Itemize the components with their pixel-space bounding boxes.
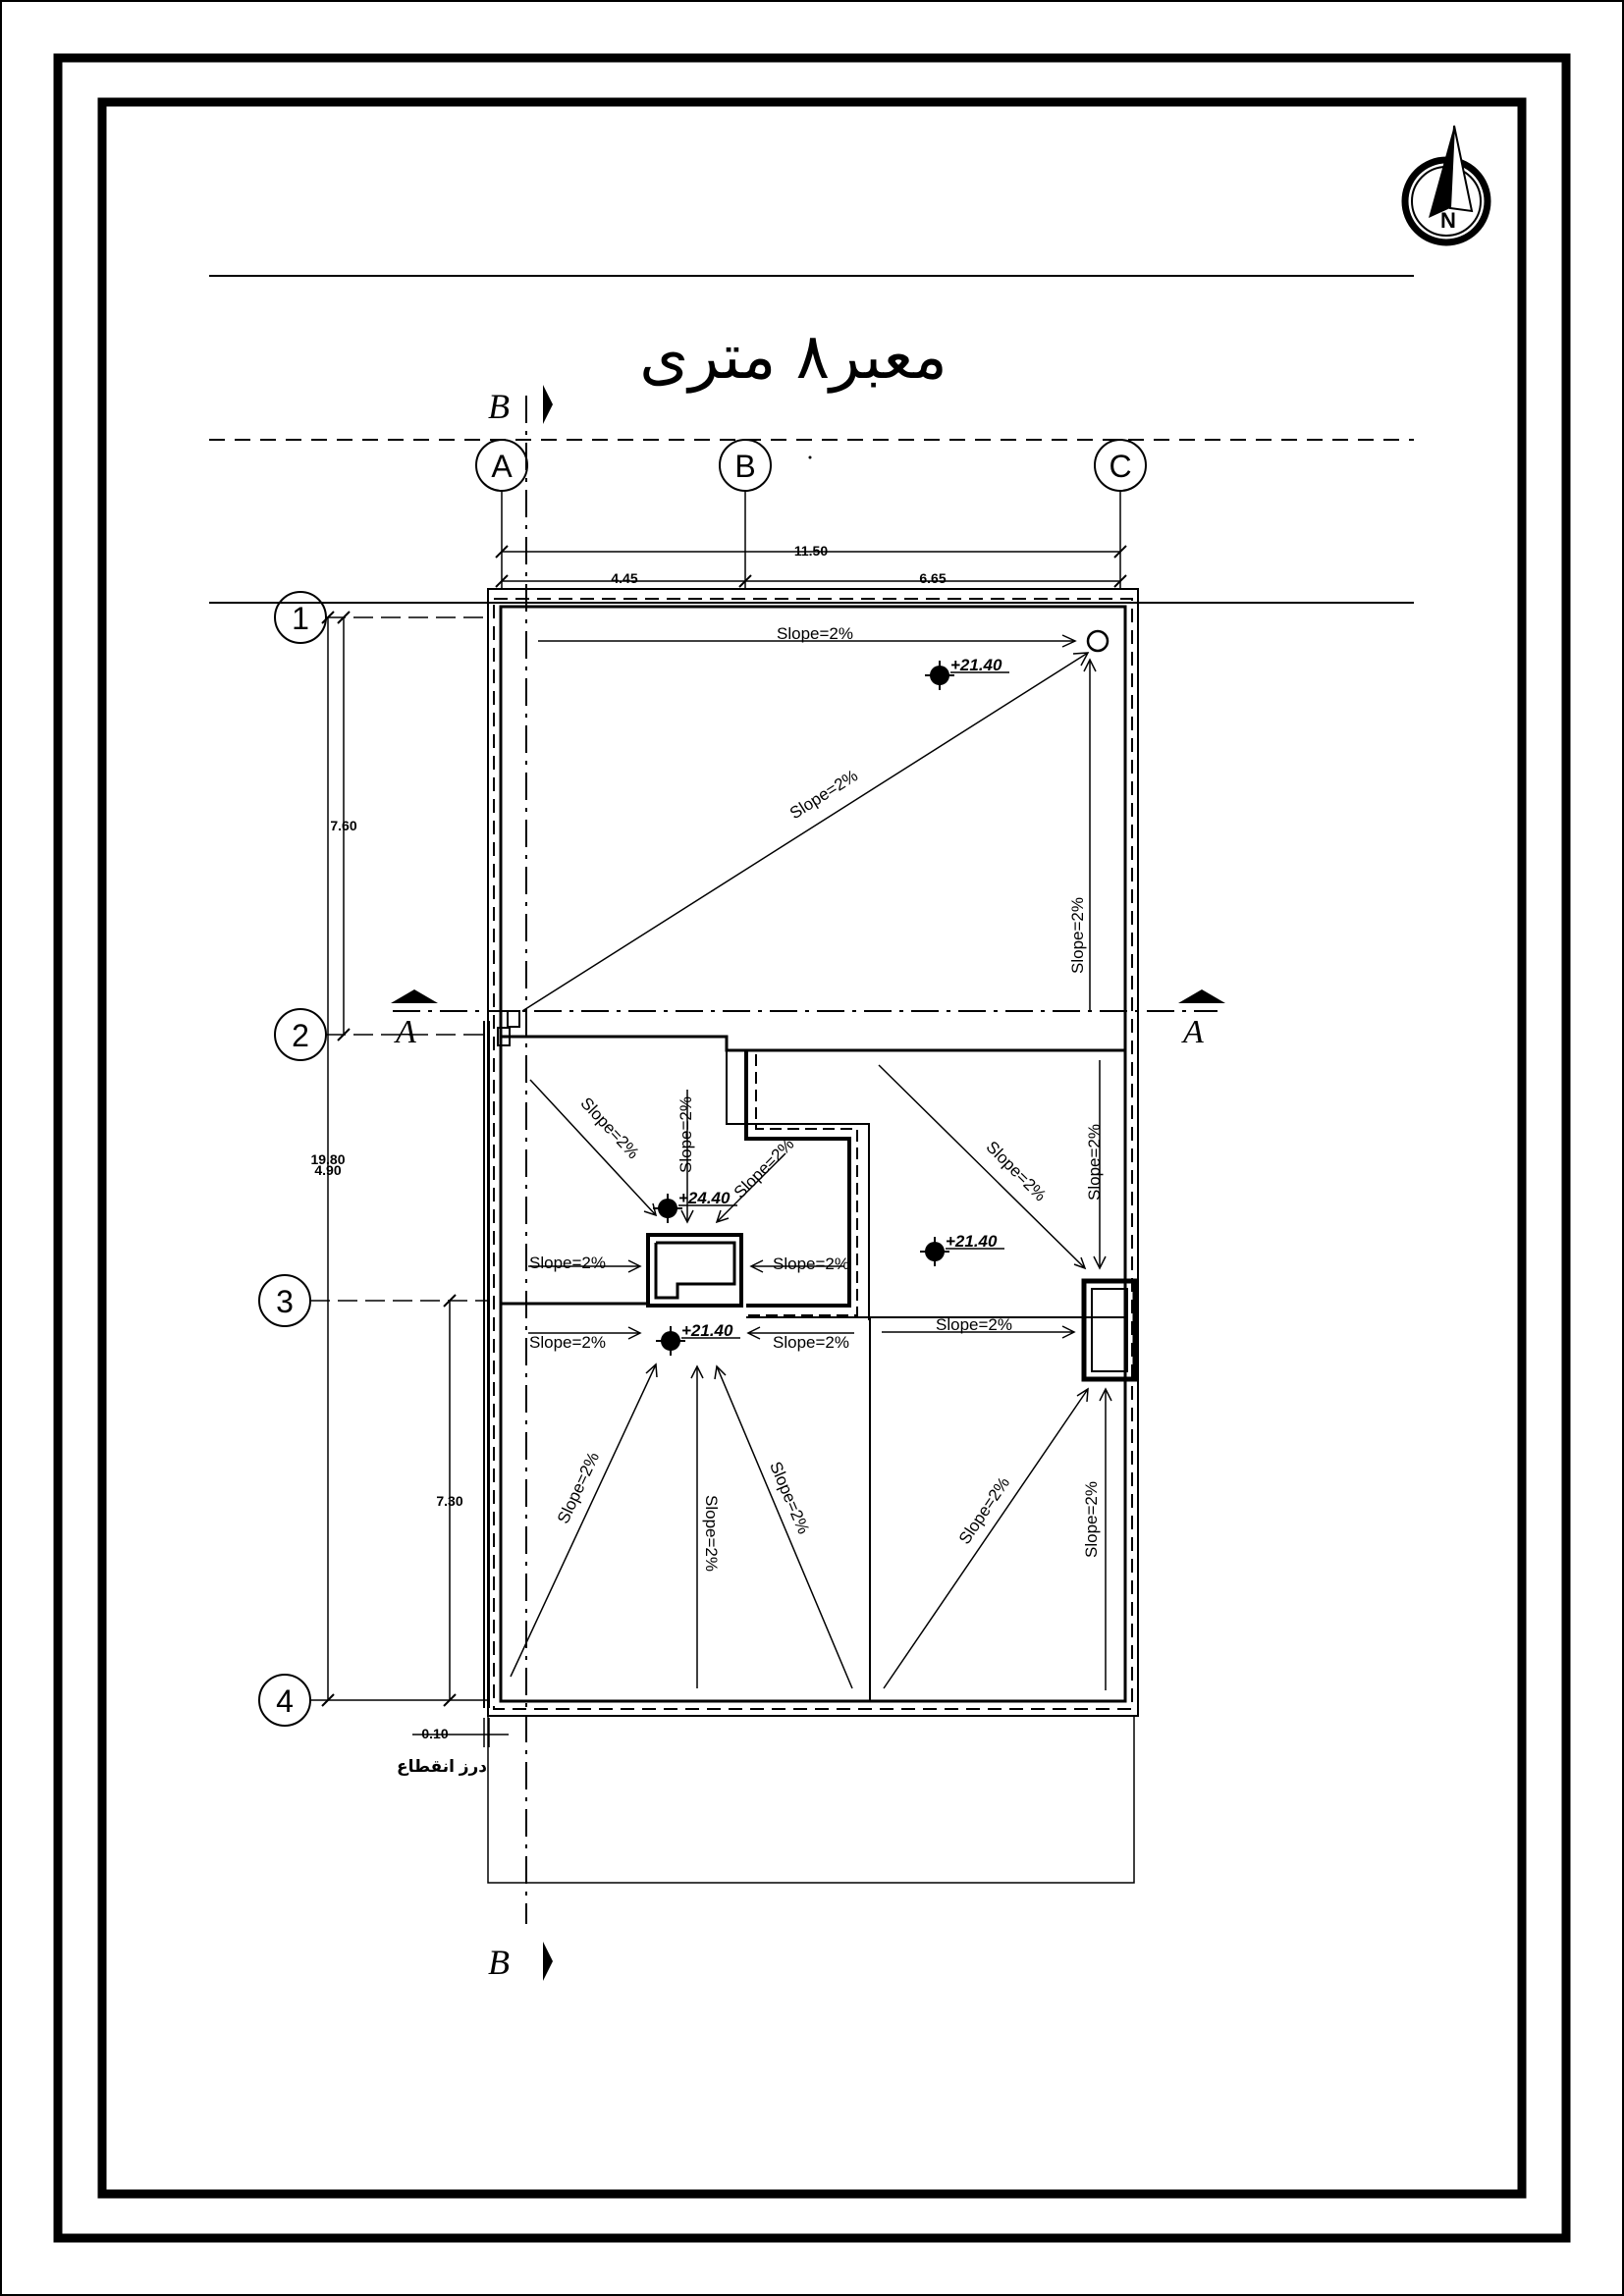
level-stair-upper: +24.40: [678, 1189, 731, 1207]
dim-overall-depth: 19.80: [310, 1151, 345, 1167]
section-a-left-letter: A: [394, 1014, 416, 1050]
grid-bubble-1: 1: [292, 601, 309, 636]
dim-span-12: 7.60: [330, 818, 356, 833]
street: معبر۸ متری: [209, 275, 1414, 604]
dim-overall-width: 11.50: [794, 543, 828, 559]
stair-box: [646, 1233, 743, 1308]
north-arrow-icon: N: [1401, 125, 1491, 246]
dim-joint-width: 0.10: [421, 1726, 448, 1741]
grid-bubble-a: A: [491, 449, 513, 484]
slope-label: Slope=2%: [766, 1459, 813, 1536]
grid-bubble-c: C: [1109, 449, 1131, 484]
level-center-right: +21.40: [946, 1232, 998, 1251]
section-b-top-letter: B: [488, 387, 510, 426]
slope-label: Slope=2%: [731, 1135, 798, 1202]
slope-label: Slope=2%: [529, 1333, 606, 1352]
dim-span-23: 4.90: [314, 1162, 341, 1178]
street-label: معبر۸ متری: [639, 321, 947, 394]
north-letter: N: [1440, 208, 1456, 233]
slope-label: Slope=2%: [554, 1449, 603, 1526]
slope-label: Slope=2%: [983, 1138, 1051, 1205]
section-a-markers: A A: [391, 989, 1225, 1050]
slope-label: Slope=2%: [786, 766, 861, 823]
joint-label: درز انقطاع: [397, 1757, 487, 1776]
slope-label: Slope=2%: [529, 1254, 606, 1272]
grid-columns: A B C: [475, 439, 1147, 589]
level-stair-lower: +21.40: [681, 1321, 733, 1340]
slope-label: Slope=2%: [773, 1255, 849, 1273]
grid-bubble-b: B: [734, 449, 755, 484]
slope-label: Slope=2%: [677, 1096, 695, 1173]
level-marker-top: +21.40: [925, 656, 1009, 690]
slope-labels: Slope=2% Slope=2% Slope=2% Slope=2% Slop…: [529, 624, 1104, 1572]
slope-label: Slope=2%: [1085, 1124, 1104, 1201]
dimension-lines: 11.50 4.45 6.65 19.80 4.90 7.60 7.30 0.1…: [310, 543, 1127, 1776]
slope-label: Slope=2%: [576, 1094, 642, 1162]
section-b-bottom-letter: B: [488, 1943, 510, 1982]
building-outline: [483, 588, 1139, 1884]
slope-label: Slope=2%: [936, 1315, 1012, 1334]
level-top-right: +21.40: [950, 656, 1002, 674]
section-a-right-letter: A: [1181, 1014, 1204, 1050]
level-marker-stair-lower: +21.40: [656, 1321, 740, 1356]
dim-span-ab: 4.45: [611, 570, 637, 586]
grid-rows: 1 2 3 4: [258, 591, 488, 1727]
dim-span-bc: 6.65: [919, 570, 946, 586]
slope-label: Slope=2%: [773, 1333, 849, 1352]
slope-label: Slope=2%: [1068, 897, 1087, 974]
dim-span-34: 7.30: [436, 1493, 462, 1509]
roof-drain-icon: [1086, 629, 1110, 653]
slope-arrows: [510, 634, 1112, 1690]
grid-bubble-2: 2: [292, 1018, 309, 1053]
level-marker-stair-upper: +24.40: [653, 1189, 737, 1223]
slope-label: Slope=2%: [1082, 1481, 1101, 1558]
grid-bubble-4: 4: [276, 1683, 294, 1719]
slope-label: Slope=2%: [702, 1495, 721, 1572]
level-marker-center: +21.40: [920, 1232, 1004, 1266]
slope-label: Slope=2%: [777, 624, 853, 643]
section-b-markers: B B: [488, 385, 553, 1982]
drain-box: [1081, 1278, 1138, 1382]
grid-bubble-3: 3: [276, 1284, 294, 1319]
